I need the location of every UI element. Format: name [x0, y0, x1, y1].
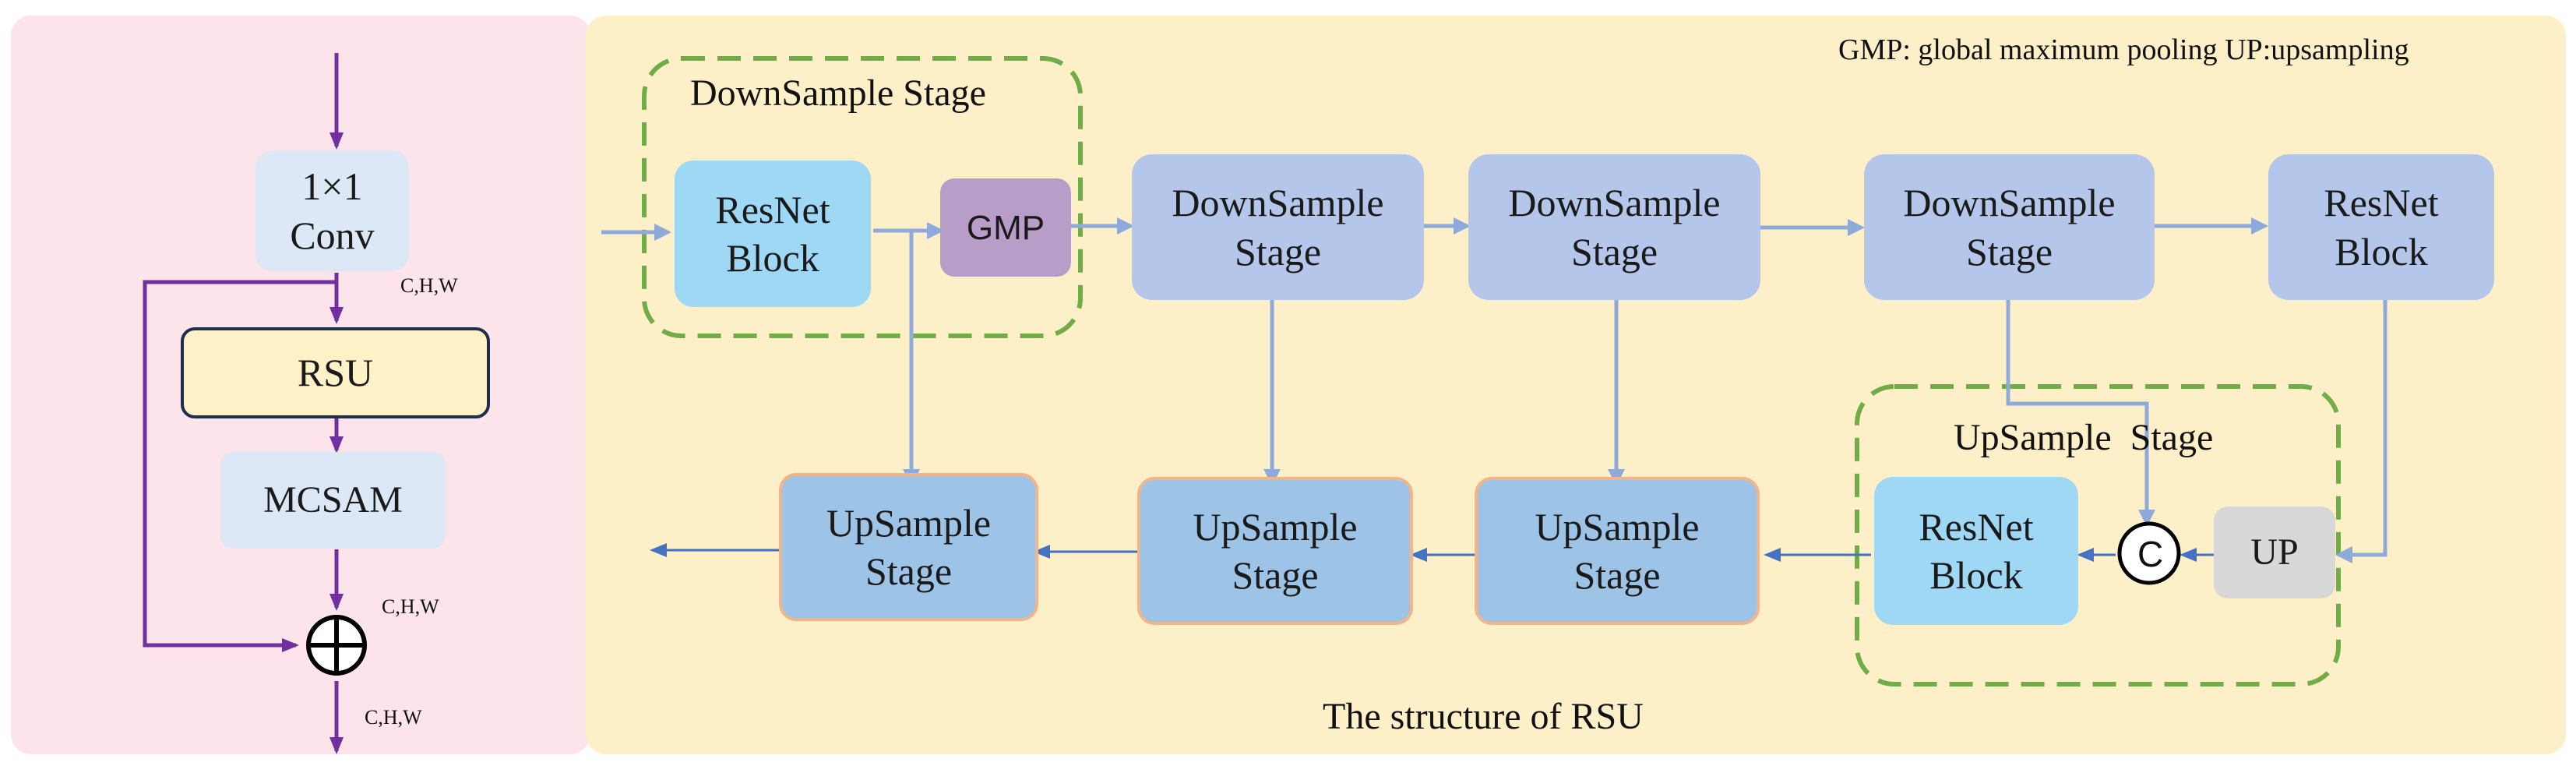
dim-label-sum: C,H,W	[382, 595, 439, 618]
gmp-block: GMP	[940, 178, 1071, 277]
downsample-stage-1-label: DownSample Stage	[1172, 181, 1384, 274]
downsample-stage-2-label: DownSample Stage	[1508, 181, 1721, 274]
upsample-group-border	[1855, 384, 2341, 687]
upsample-stage-3-label: UpSample Stage	[826, 500, 992, 594]
upsample-stage-2: UpSample Stage	[1137, 477, 1413, 625]
rsu-block: RSU	[181, 327, 490, 418]
resnet-block-top-label: ResNet Block	[2324, 181, 2439, 274]
upsample-resnet-block: ResNet Block	[1874, 477, 2078, 625]
dim-label-output: C,H,W	[365, 706, 422, 729]
mcsam-block: MCSAM	[220, 452, 446, 549]
rsu-label: RSU	[297, 351, 374, 395]
residual-skip-arrow	[143, 280, 337, 652]
up-block: UP	[2214, 507, 2335, 598]
downsample-stage-3: DownSample Stage	[1864, 154, 2155, 300]
upsample-resnet-label: ResNet Block	[1919, 504, 2034, 598]
mcsam-label: MCSAM	[263, 479, 403, 521]
downsample-group-border	[642, 56, 1083, 338]
upsample-group-title: UpSample Stage	[1954, 417, 2214, 458]
up-label: UP	[2250, 531, 2299, 573]
upsample-stage-2-label: UpSample Stage	[1193, 504, 1358, 598]
resnet-to-up-arrow	[2335, 300, 2387, 563]
add-icon	[306, 615, 367, 676]
downsample-resnet-block: ResNet Block	[675, 161, 871, 307]
skip-4-arrow	[2006, 300, 2155, 527]
conv-1x1-block: 1×1 Conv	[255, 150, 409, 271]
conv-label: 1×1 Conv	[290, 164, 375, 257]
figure-caption: The structure of RSU	[1323, 696, 1644, 737]
upsample-stage-1: UpSample Stage	[1475, 477, 1760, 625]
concat-icon	[2117, 521, 2181, 585]
downsample-resnet-label: ResNet Block	[715, 187, 830, 281]
downsample-group-title: DownSample Stage	[690, 72, 986, 114]
downsample-stage-1: DownSample Stage	[1132, 154, 1424, 300]
legend-text: GMP: global maximum pooling UP:upsamplin…	[1838, 34, 2409, 66]
resnet-block-top: ResNet Block	[2268, 154, 2494, 300]
concat-label: C	[2137, 534, 2164, 574]
downsample-stage-2: DownSample Stage	[1468, 154, 1760, 300]
gmp-label: GMP	[966, 208, 1045, 247]
dim-label-conv: C,H,W	[400, 274, 458, 297]
upsample-stage-3: UpSample Stage	[779, 473, 1038, 621]
downsample-stage-3-label: DownSample Stage	[1903, 181, 2116, 274]
upsample-stage-1-label: UpSample Stage	[1535, 504, 1700, 598]
